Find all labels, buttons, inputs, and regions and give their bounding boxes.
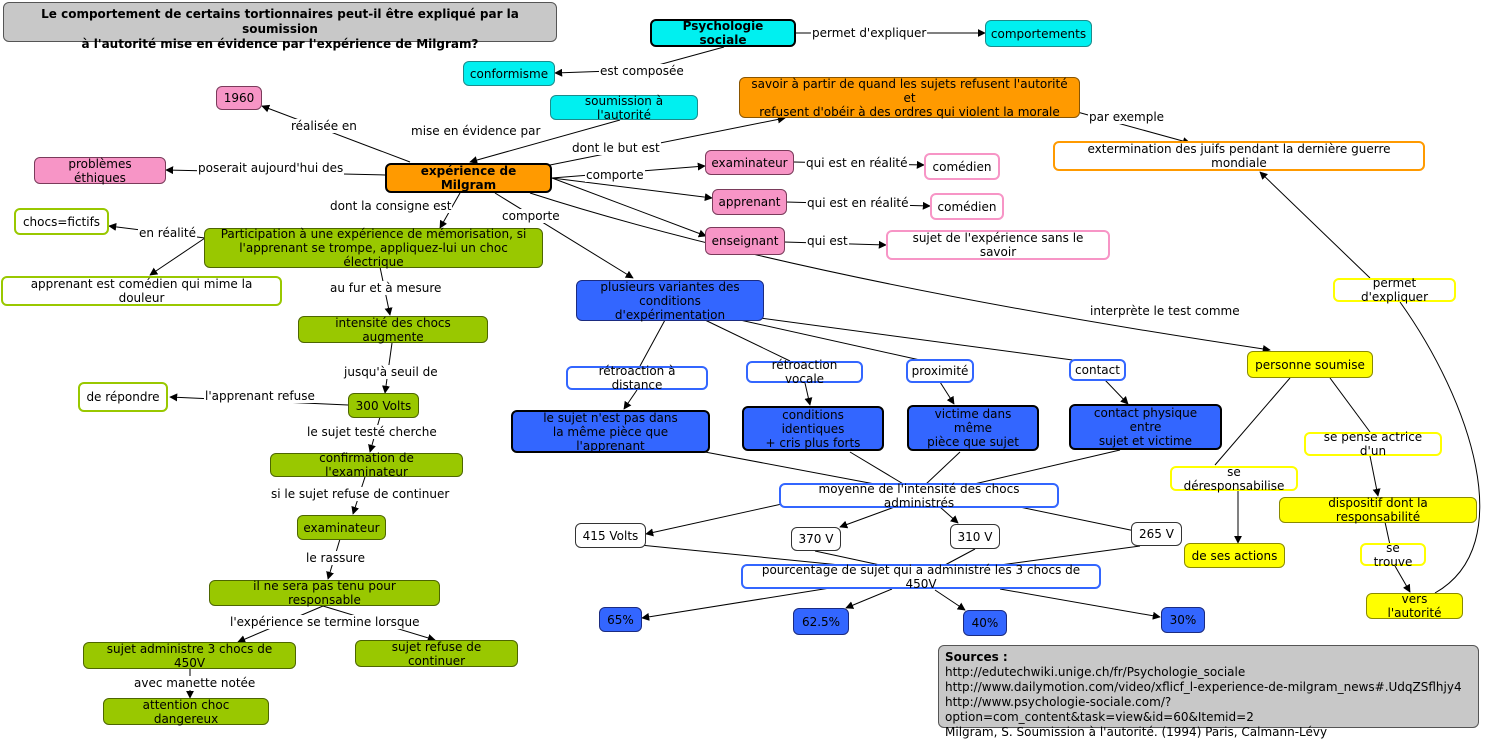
node-consigne[interactable]: Participation à une expérience de mémori… xyxy=(204,227,543,269)
node-retroaction-vocale[interactable]: rétroaction vocale xyxy=(746,358,863,386)
node-comportements[interactable]: comportements xyxy=(985,20,1092,47)
node-intensite[interactable]: intensité des chocs augmente xyxy=(298,316,488,344)
node-40[interactable]: 40% xyxy=(963,610,1007,636)
node-psychologie-sociale[interactable]: Psychologie sociale xyxy=(650,19,796,47)
node-vocale-desc[interactable]: conditions identiques + cris plus forts xyxy=(742,406,884,451)
node-proximite-desc[interactable]: victime dans même pièce que sujet xyxy=(907,405,1039,451)
node-extermination[interactable]: extermination des juifs pendant la derni… xyxy=(1053,141,1425,171)
label-apprenant-refuse: l'apprenant refuse xyxy=(204,389,316,403)
map-title: Le comportement de certains tortionnaire… xyxy=(3,2,557,51)
label-cherche: le sujet testé cherche xyxy=(306,425,438,439)
node-vers-autorite[interactable]: vers l'autorité xyxy=(1366,592,1463,620)
source-line: http://www.psychologie-sociale.com/?opti… xyxy=(945,695,1254,724)
node-examinateur[interactable]: examinateur xyxy=(705,150,794,175)
node-contact[interactable]: contact xyxy=(1069,359,1126,381)
node-retroaction-distance[interactable]: rétroaction à distance xyxy=(566,364,708,392)
label-au-fur: au fur et à mesure xyxy=(329,281,443,295)
node-370-v[interactable]: 370 V xyxy=(791,527,841,551)
label-interprete: interprète le test comme xyxy=(1089,304,1241,318)
node-de-ses-actions[interactable]: de ses actions xyxy=(1184,543,1285,568)
node-confirmation[interactable]: confirmation de l'examinateur xyxy=(270,451,463,479)
node-apprenant[interactable]: apprenant xyxy=(712,189,787,215)
node-refuse[interactable]: sujet refuse de continuer xyxy=(355,640,518,668)
label-comporte-1: comporte xyxy=(585,168,645,182)
node-contact-desc[interactable]: contact physique entre sujet et victime xyxy=(1069,404,1222,450)
source-line: http://www.dailymotion.com/video/xflicf_… xyxy=(945,680,1462,694)
label-termine: l'expérience se termine lorsque xyxy=(229,615,421,629)
node-62-5[interactable]: 62.5% xyxy=(793,608,849,635)
label-consigne-est: dont la consigne est xyxy=(329,199,453,213)
node-apprenant-comedien[interactable]: apprenant est comédien qui mime la doule… xyxy=(1,276,282,306)
node-problemes-ethiques[interactable]: problèmes éthiques xyxy=(34,157,166,185)
label-par-exemple: par exemple xyxy=(1088,110,1166,124)
label-si-refuse: si le sujet refuse de continuer xyxy=(270,487,451,501)
node-conformisme[interactable]: conformisme xyxy=(463,61,555,86)
node-moyenne[interactable]: moyenne de l'intensité des chocs adminis… xyxy=(779,482,1059,510)
label-reel-1: qui est en réalité xyxy=(805,156,909,170)
source-line: Milgram, S. Soumission à l'autorité. (19… xyxy=(945,725,1328,739)
label-realisee-en: réalisée en xyxy=(290,119,358,133)
node-415-volts[interactable]: 415 Volts xyxy=(575,523,646,548)
label-mise-en-evidence: mise en évidence par xyxy=(410,124,542,138)
node-dispositif[interactable]: dispositif dont la responsabilité xyxy=(1279,496,1477,524)
node-comedien-2[interactable]: comédien xyxy=(930,193,1004,220)
label-en-realite: en réalité xyxy=(138,226,197,240)
node-administre[interactable]: sujet administre 3 chocs de 450V xyxy=(83,642,296,670)
node-distance-desc[interactable]: le sujet n'est pas dans la même pièce qu… xyxy=(511,410,710,453)
node-30[interactable]: 30% xyxy=(1161,607,1205,633)
node-pourcentage[interactable]: pourcentage de sujet qui a administré le… xyxy=(741,563,1101,591)
label-comporte-2: comporte xyxy=(501,209,561,223)
sources-heading: Sources : xyxy=(945,650,1008,664)
label-rassure: le rassure xyxy=(305,551,366,565)
node-responsable[interactable]: il ne sera pas tenu pour responsable xyxy=(209,579,440,607)
node-personne-soumise[interactable]: personne soumise xyxy=(1247,351,1373,378)
node-comedien-1[interactable]: comédien xyxy=(924,153,1000,180)
label-reel-2: qui est en réalité xyxy=(806,196,910,210)
label-est-composee: est composée xyxy=(599,64,685,78)
node-examinateur-2[interactable]: examinateur xyxy=(297,515,386,540)
label-jusqua: jusqu'à seuil de xyxy=(343,365,439,379)
node-sujet-sans-savoir[interactable]: sujet de l'expérience sans le savoir xyxy=(886,230,1110,260)
node-265-v[interactable]: 265 V xyxy=(1131,522,1182,546)
node-variantes[interactable]: plusieurs variantes des conditions d'exp… xyxy=(576,280,764,322)
node-permet-expliquer[interactable]: permet d'expliquer xyxy=(1333,276,1456,304)
label-dont-but: dont le but est xyxy=(571,141,661,155)
node-but[interactable]: savoir à partir de quand les sujets refu… xyxy=(739,77,1080,119)
node-chocs-fictifs[interactable]: chocs=fictifs xyxy=(14,208,109,235)
node-soumission[interactable]: soumission à l'autorité xyxy=(550,94,698,122)
node-experience-milgram[interactable]: expérience de Milgram xyxy=(385,163,552,193)
node-se-pense[interactable]: se pense actrice d'un xyxy=(1304,430,1442,458)
node-65[interactable]: 65% xyxy=(599,607,642,632)
node-attention[interactable]: attention choc dangereux xyxy=(103,698,269,726)
label-poserait: poserait aujourd'hui des xyxy=(197,161,345,175)
node-1960[interactable]: 1960 xyxy=(216,86,262,110)
sources-panel: Sources : http://edutechwiki.unige.ch/fr… xyxy=(938,645,1479,739)
node-de-repondre[interactable]: de répondre xyxy=(78,382,168,412)
source-line: http://edutechwiki.unige.ch/fr/Psycholog… xyxy=(945,665,1246,679)
label-qui-est: qui est xyxy=(806,234,849,248)
node-proximite[interactable]: proximité xyxy=(906,359,974,383)
node-se-trouve[interactable]: se trouve xyxy=(1360,541,1426,569)
label-manette: avec manette notée xyxy=(133,676,257,690)
label-permet-expliquer: permet d'expliquer xyxy=(811,26,928,40)
node-enseignant[interactable]: enseignant xyxy=(705,227,785,255)
node-300-volts[interactable]: 300 Volts xyxy=(348,393,419,418)
node-310-v[interactable]: 310 V xyxy=(950,524,1000,549)
node-se-deresponsabilise[interactable]: se déresponsabilise xyxy=(1170,465,1298,493)
